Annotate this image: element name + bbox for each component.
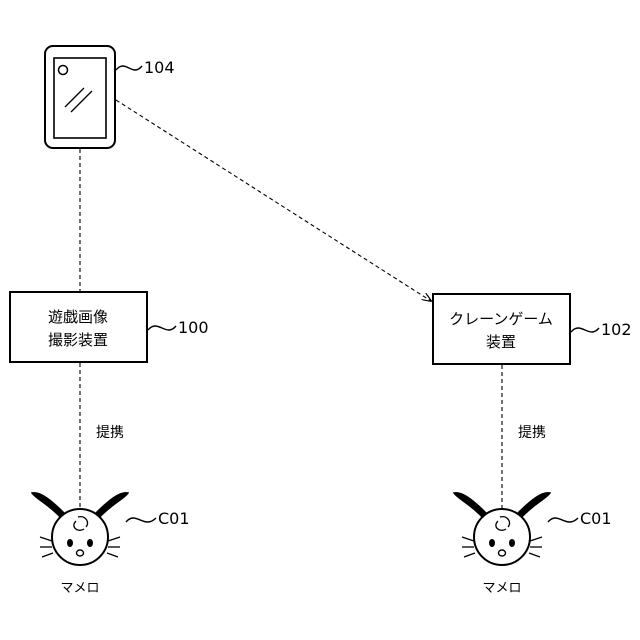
left-character-name: マメロ <box>60 581 99 596</box>
right-association-label: 提携 <box>518 425 546 441</box>
left-association-label: 提携 <box>96 425 124 441</box>
capture-device-label-line2: 撮影装置 <box>48 331 108 349</box>
phone-leader-line <box>116 66 142 70</box>
capture-device-ref: 100 <box>178 318 209 337</box>
left-character-ref: C01 <box>158 509 190 528</box>
crane-game-ref: 102 <box>601 320 632 339</box>
phone-ref: 104 <box>144 58 175 77</box>
right-character-leader-line <box>548 518 578 522</box>
right-character-name: マメロ <box>482 581 521 596</box>
capture-device-label-line1: 遊戯画像 <box>48 308 108 326</box>
right-character-ref: C01 <box>580 509 612 528</box>
crane-game-label-line2: 装置 <box>486 333 516 351</box>
left-character-leader-line <box>126 518 156 522</box>
crane-game-box: クレーンゲーム 装置 <box>433 294 570 364</box>
smartphone-icon <box>45 46 115 148</box>
phone-to-crane-arrow <box>116 100 431 301</box>
crane-game-label-line1: クレーンゲーム <box>449 310 553 328</box>
capture-device-box: 遊戯画像 撮影装置 <box>10 292 147 362</box>
right-character-icon <box>454 493 550 565</box>
crane-game-leader-line <box>571 328 599 332</box>
capture-device-leader-line <box>148 326 176 330</box>
